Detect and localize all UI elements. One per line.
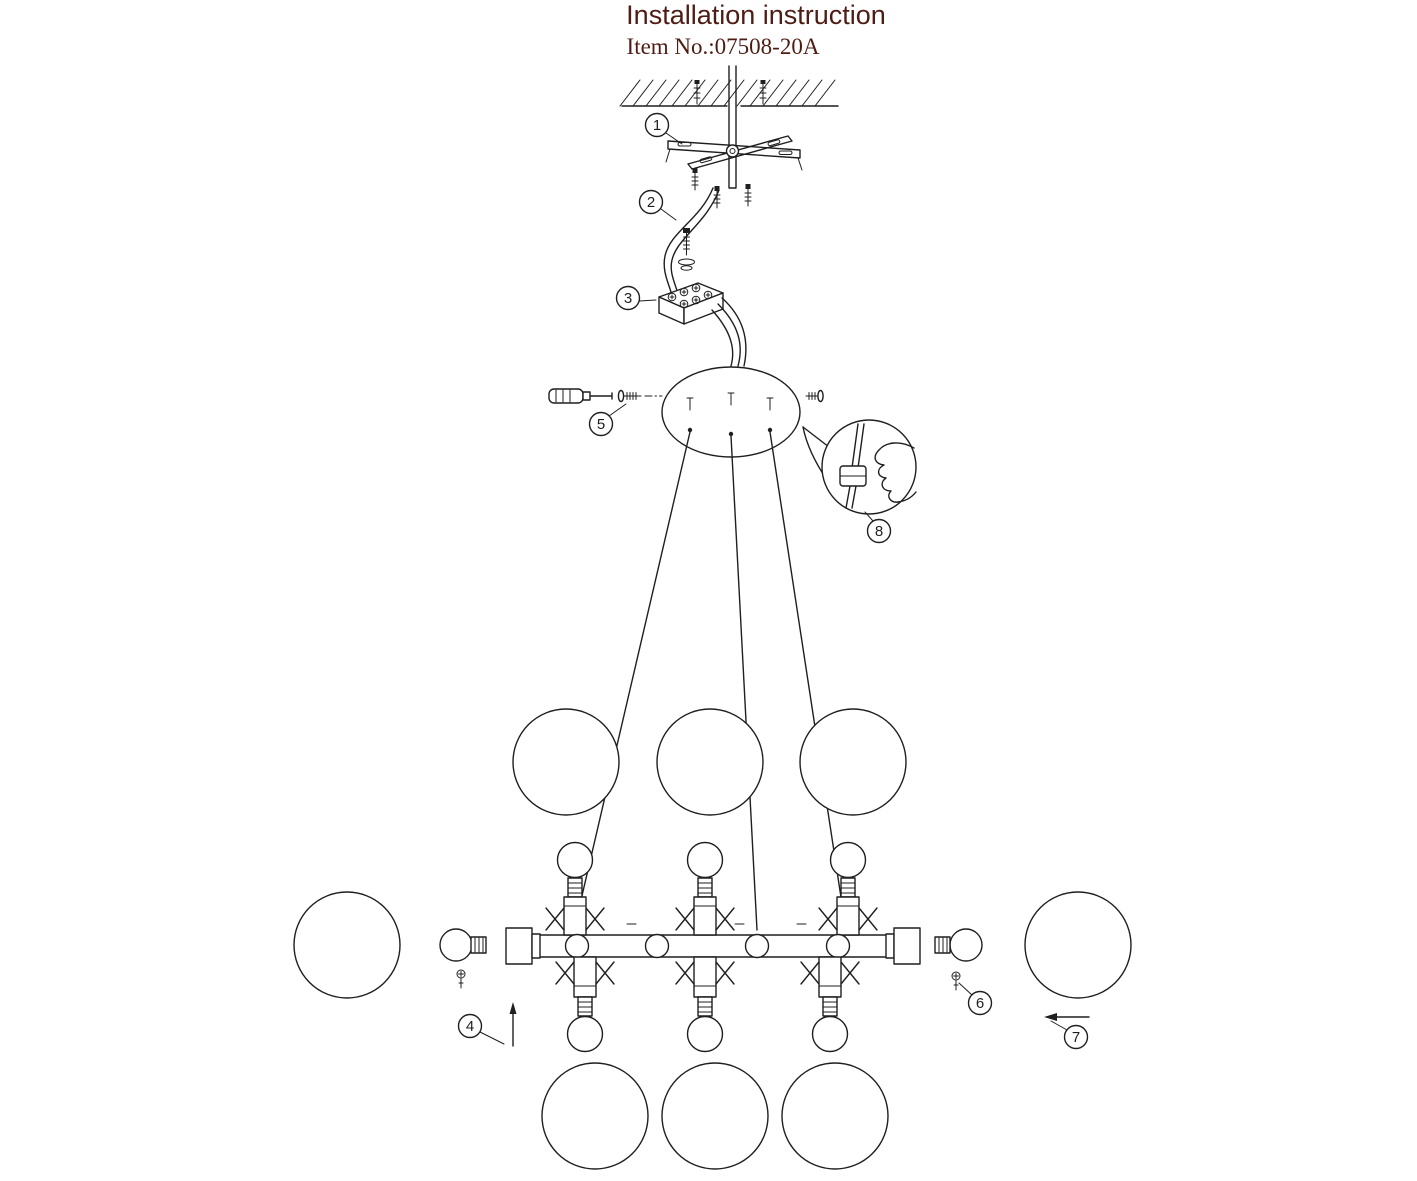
socket xyxy=(555,956,860,998)
bracket-screw-icon xyxy=(744,184,752,207)
hand-icon xyxy=(874,442,917,503)
step-4-marker: 4 xyxy=(457,1013,505,1045)
ceiling xyxy=(619,79,839,107)
svg-text:7: 7 xyxy=(1072,1029,1080,1046)
insert-arrow-up xyxy=(509,1002,517,1047)
terminal-wires xyxy=(711,297,747,367)
svg-text:1: 1 xyxy=(653,117,661,134)
insert-arrow-left xyxy=(1044,1013,1090,1021)
detail-callout xyxy=(802,419,917,515)
step-3-marker: 3 xyxy=(615,285,657,311)
ground-screw-icon xyxy=(678,228,695,271)
glass-globe xyxy=(541,1062,889,1170)
step-1-marker: 1 xyxy=(644,112,683,145)
terminal-block xyxy=(658,282,724,325)
bulb-icon xyxy=(566,996,849,1053)
power-cable xyxy=(663,187,720,295)
mounting-bracket xyxy=(665,135,803,171)
bulb-icon xyxy=(439,928,983,962)
svg-text:2: 2 xyxy=(647,194,655,211)
svg-text:3: 3 xyxy=(624,290,632,307)
chandelier-bar xyxy=(505,923,921,965)
svg-text:8: 8 xyxy=(875,523,883,540)
step-5-marker: 5 xyxy=(588,403,627,437)
suspension-wires xyxy=(573,431,847,931)
step-7-marker: 7 xyxy=(1050,1020,1089,1050)
glass-globe xyxy=(512,708,907,816)
threaded-pipe xyxy=(728,65,737,189)
anchor-screw-icon xyxy=(693,80,701,105)
canopy xyxy=(661,366,801,458)
step-2-marker: 2 xyxy=(638,189,677,221)
svg-text:5: 5 xyxy=(597,416,605,433)
svg-text:6: 6 xyxy=(976,995,984,1012)
step-6-marker: 6 xyxy=(958,982,993,1016)
bracket-screw-icon xyxy=(713,186,721,209)
terminal-screws xyxy=(667,283,713,309)
step-8-marker: 8 xyxy=(864,511,892,544)
page-title: Installation instruction xyxy=(626,0,886,30)
canopy-screw-icon xyxy=(617,389,663,403)
glass-globe xyxy=(293,891,1132,999)
anchor-screw-icon xyxy=(759,80,767,105)
bulb-icon xyxy=(556,841,867,898)
screwdriver-icon xyxy=(548,388,613,404)
bar-hub xyxy=(564,933,851,959)
canopy-screw-icon xyxy=(805,389,824,403)
item-number: Item No.:07508-20A xyxy=(627,34,820,59)
fixing-screw-icon xyxy=(456,969,961,991)
svg-text:4: 4 xyxy=(466,1018,474,1035)
socket xyxy=(545,896,878,936)
bracket-screw-icon xyxy=(691,168,699,191)
